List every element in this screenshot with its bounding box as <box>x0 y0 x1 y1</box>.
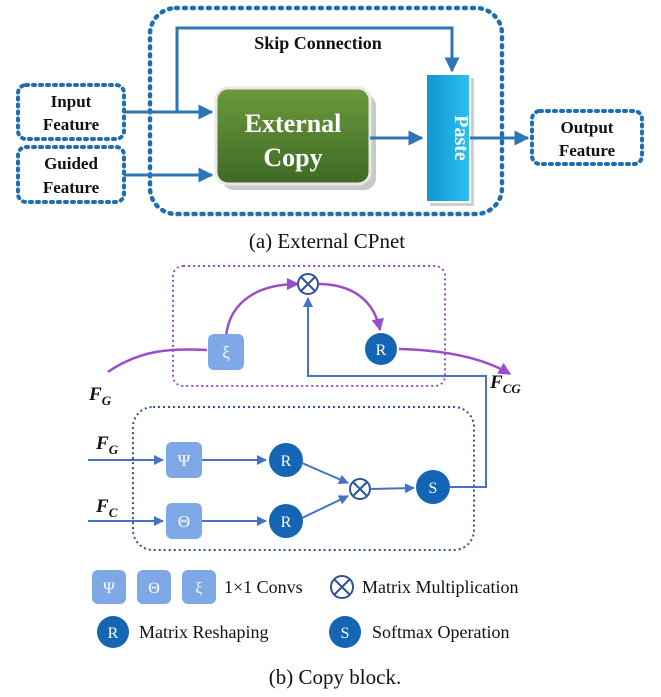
matmul-to-r-curve <box>317 282 384 332</box>
softmax-to-matmul-arrow <box>303 297 487 488</box>
legend-reshape-label: Matrix Reshaping <box>139 622 268 642</box>
legend-conv-label: 1×1 Convs <box>224 577 303 597</box>
guided-feature-label-line2: Feature <box>43 178 100 197</box>
legend-psi-symbol: Ψ <box>103 580 115 597</box>
fg-input-label: FG <box>95 433 119 457</box>
copy-block-panel: ξ R FG FCG FG FC Ψ Θ R R <box>88 265 521 551</box>
matmul-node-top <box>297 273 319 295</box>
guided-feature-label-line1: Guided <box>44 154 98 173</box>
legend-psi-swatch <box>92 570 126 604</box>
legend: Ψ Θ ξ 1×1 Convs Matrix Multiplication R … <box>92 570 518 648</box>
theta-conv-node <box>166 503 202 539</box>
reshape-node-lower-label: R <box>281 514 292 531</box>
legend-reshape-icon <box>97 616 129 648</box>
legend-softmax-icon <box>329 616 361 648</box>
fcg-label: FCG <box>489 372 521 396</box>
caption-a: (a) External CPnet <box>249 229 405 253</box>
input-feature-label-line1: Input <box>51 92 92 111</box>
matmul-node-lower <box>349 478 371 500</box>
theta-conv-label: Θ <box>178 512 190 531</box>
output-feature-box <box>530 109 644 166</box>
r-lower-to-matmul-arrow <box>301 495 349 519</box>
xi-conv-label: ξ <box>222 343 230 362</box>
blue-dotted-container <box>132 406 475 551</box>
output-feature-label-line2: Feature <box>559 141 616 160</box>
softmax-node-label: S <box>429 480 438 497</box>
psi-conv-node <box>166 442 202 478</box>
r-upper-to-matmul-arrow <box>301 462 349 484</box>
reshape-node-top-label: R <box>376 342 387 359</box>
legend-matmul-icon <box>330 575 354 599</box>
softmax-node <box>416 470 450 504</box>
legend-xi-swatch <box>182 570 216 604</box>
purple-dotted-container <box>172 265 446 387</box>
xi-to-matmul-curve <box>224 277 300 337</box>
skip-connection-label: Skip Connection <box>254 33 382 53</box>
external-copy-label-line2: Copy <box>263 143 322 172</box>
reshape-node-lower <box>269 504 303 538</box>
fg-to-xi-curve <box>107 348 208 374</box>
psi-conv-label: Ψ <box>178 451 191 470</box>
reshape-node-top <box>365 333 397 365</box>
legend-theta-symbol: Θ <box>148 580 160 597</box>
fg-top-label: FG <box>88 384 112 408</box>
xi-conv-node <box>208 334 244 370</box>
reshape-node-upper-label: R <box>281 453 292 470</box>
external-copy-label-line1: External <box>245 109 342 138</box>
input-feature-label-line2: Feature <box>43 115 100 134</box>
legend-softmax-label: Softmax Operation <box>372 622 509 642</box>
reshape-node-upper <box>269 443 303 477</box>
skip-connection-arrow <box>175 26 460 112</box>
external-copy-box <box>214 86 372 186</box>
paste-label: Paste <box>450 115 472 161</box>
r-to-fcg-curve <box>398 347 512 376</box>
matmul-to-softmax-arrow <box>369 483 415 494</box>
fc-input-label: FC <box>95 496 118 520</box>
legend-theta-swatch <box>137 570 171 604</box>
legend-reshape-symbol: R <box>108 625 119 642</box>
external-cpnet-panel: Skip Connection Input Feature Guided Fea… <box>16 5 644 253</box>
legend-softmax-symbol: S <box>341 625 350 642</box>
output-feature-label-line1: Output <box>561 118 614 137</box>
legend-xi-symbol: ξ <box>195 580 202 597</box>
legend-matmul-label: Matrix Multiplication <box>362 577 518 597</box>
caption-b: (b) Copy block. <box>269 665 401 689</box>
